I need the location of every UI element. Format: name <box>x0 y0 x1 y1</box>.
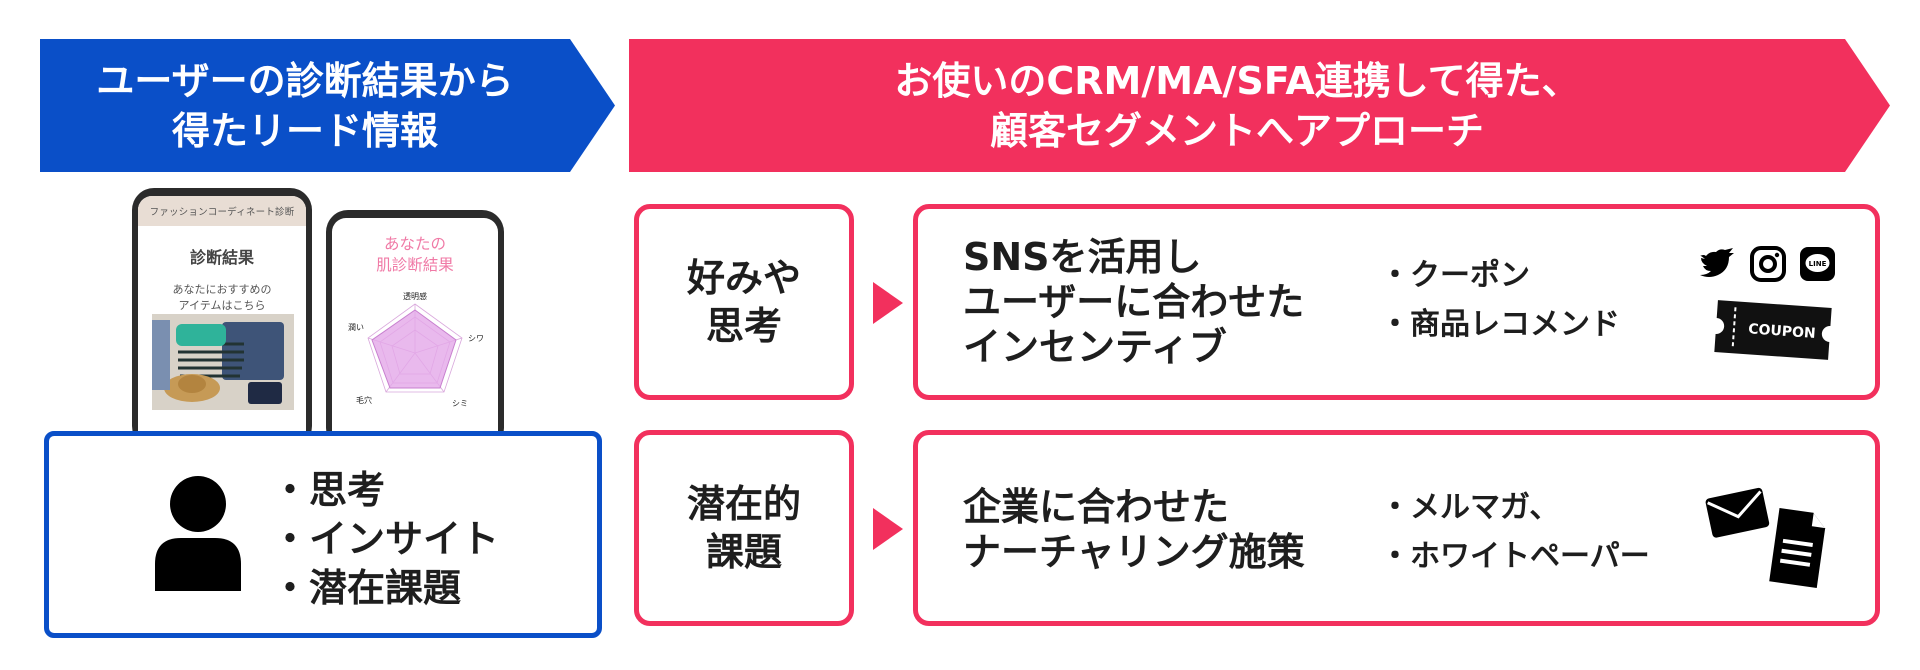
skin-result-title: あなたの 肌診断結果 <box>332 234 498 276</box>
person-icon <box>155 476 241 591</box>
subtitle-line: あなたにおすすめの <box>172 283 272 296</box>
category-line: 課題 <box>705 530 782 574</box>
line-icon-label: LINE <box>1809 260 1827 268</box>
approach-line: ナーチャリング施策 <box>963 530 1305 574</box>
profile-item: ・インサイト <box>271 517 500 561</box>
user-profile-box: ・思考 ・インサイト ・潜在課題 <box>44 431 602 638</box>
coupon-label: COUPON <box>1748 321 1816 342</box>
segment-approach-nurturing: 企業に合わせた ナーチャリング施策 ・メルマガ、 ・ホワイトペーパー <box>913 430 1880 626</box>
phone-screen: ファッションコーディネート診断 診断結果 あなたにおすすめの アイテムはこちら <box>138 196 306 458</box>
segment-category-preference: 好みや 思考 <box>634 204 854 400</box>
sns-icons: LINE <box>1700 246 1835 282</box>
tool-item: ・ホワイトペーパー <box>1380 539 1650 574</box>
phone-screen: あなたの 肌診断結果 透明感 シワ シミ 毛穴 潤い <box>332 218 498 463</box>
approach-description: 企業に合わせた ナーチャリング施策 <box>963 485 1305 575</box>
category-line: 思考 <box>705 304 782 348</box>
outfit-photo <box>152 314 294 410</box>
radar-axis-label: シワ <box>468 334 484 343</box>
banner-line: 得たリード情報 <box>171 108 438 153</box>
fashion-diagnosis-phone: ファッションコーディネート診断 診断結果 あなたにおすすめの アイテムはこちら <box>132 188 312 458</box>
coupon-icon: COUPON <box>1714 300 1832 360</box>
mail-icon <box>1705 487 1770 538</box>
instagram-icon <box>1750 246 1786 282</box>
arrow-right-icon <box>873 282 903 324</box>
radar-axis-label: 透明感 <box>403 291 427 301</box>
skin-diagnosis-phone: あなたの 肌診断結果 透明感 シワ シミ 毛穴 潤い <box>326 210 504 463</box>
twitter-icon <box>1700 248 1734 277</box>
profile-item: ・潜在課題 <box>271 566 462 610</box>
mail-document-icons <box>1705 487 1826 588</box>
profile-list: ・思考 ・インサイト ・潜在課題 <box>271 466 499 613</box>
phone-app-header: ファッションコーディネート診断 <box>138 196 306 226</box>
approach-description: SNSを活用し ユーザーに合わせた インセンティブ <box>963 235 1304 370</box>
result-subtitle: あなたにおすすめの アイテムはこちら <box>138 282 306 314</box>
segment-category-latent-issue: 潜在的 課題 <box>634 430 854 626</box>
title-line: あなたの <box>383 235 446 253</box>
banner-line: お使いのCRM/MA/SFA連携して得た、 <box>894 58 1580 103</box>
lead-info-banner: ユーザーの診断結果から 得たリード情報 <box>40 39 615 172</box>
approach-line: SNSを活用し <box>963 235 1202 279</box>
approach-line: ユーザーに合わせた <box>963 280 1305 324</box>
tool-list: ・メルマガ、 ・ホワイトペーパー <box>1380 483 1650 581</box>
profile-item: ・思考 <box>271 468 386 512</box>
tool-item: ・クーポン <box>1380 258 1530 293</box>
arrow-right-icon <box>873 508 903 550</box>
banner-line: ユーザーの診断結果から <box>96 58 514 103</box>
radar-axis-label: 潤い <box>348 322 364 332</box>
category-line: 潜在的 <box>686 482 801 526</box>
title-line: 肌診断結果 <box>376 256 454 274</box>
tool-list: ・クーポン ・商品レコメンド <box>1380 251 1620 349</box>
approach-line: インセンティブ <box>963 325 1227 369</box>
subtitle-line: アイテムはこちら <box>178 299 266 312</box>
banner-line: 顧客セグメントへアプローチ <box>989 108 1484 153</box>
tool-item: ・商品レコメンド <box>1380 307 1620 342</box>
tool-item: ・メルマガ、 <box>1380 490 1560 525</box>
line-icon: LINE <box>1800 247 1835 281</box>
radar-axis-label: 毛穴 <box>356 395 372 405</box>
segment-approach-sns: SNSを活用し ユーザーに合わせた インセンティブ ・クーポン ・商品レコメンド… <box>913 204 1880 400</box>
radar-axis-label: シミ <box>452 399 468 408</box>
category-line: 好みや <box>686 256 801 300</box>
document-icon <box>1769 508 1826 588</box>
segment-approach-banner: お使いのCRM/MA/SFA連携して得た、 顧客セグメントへアプローチ <box>629 39 1890 172</box>
result-title: 診断結果 <box>189 248 254 267</box>
approach-line: 企業に合わせた <box>963 485 1230 529</box>
skin-radar-chart: 透明感 シワ シミ 毛穴 潤い <box>348 291 484 408</box>
